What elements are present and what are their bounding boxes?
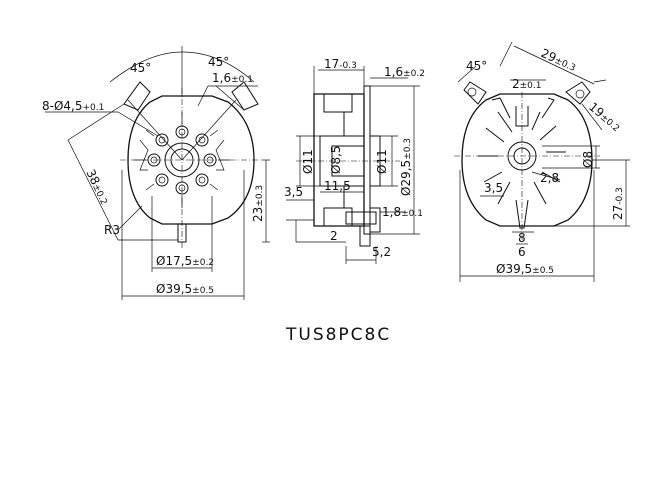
side-view: 17-0.3 1,6±0.2 Ø11 Ø8,5 Ø11 Ø29,5±0.3 11… xyxy=(284,57,425,264)
side-d11-left: Ø11 xyxy=(301,149,315,174)
front-outer-dia: Ø39,5±0.5 xyxy=(156,282,214,296)
side-length: 17-0.3 xyxy=(324,57,357,71)
front-tab-thickness: 1,6±0.1 xyxy=(212,71,253,85)
front-inner-dia: Ø17,5±0.2 xyxy=(156,254,214,268)
rear-d8: Ø8 xyxy=(581,151,595,168)
rear-view: 45° 29±0.3 2±0.1 19±0.2 Ø8 2,8 3,5 27-0.… xyxy=(454,41,630,282)
rear-h27: 27-0.3 xyxy=(611,187,625,220)
side-d11-right: Ø11 xyxy=(375,149,389,174)
rear-slot: 2±0.1 xyxy=(512,77,542,91)
rear-w35: 3,5 xyxy=(484,181,503,195)
rear-outer-dia: Ø39,5±0.5 xyxy=(496,262,554,276)
front-radius: R3 xyxy=(104,223,120,237)
side-thk18: 1,8±0.1 xyxy=(382,205,423,219)
part-number: TUS8PC8C xyxy=(285,325,391,345)
side-d295: Ø29,5±0.3 xyxy=(399,138,413,196)
front-height-dim: 23±0.3 xyxy=(251,185,265,222)
rear-key8: 8 xyxy=(518,231,526,245)
side-d85: Ø8,5 xyxy=(329,145,343,174)
side-len35: 3,5 xyxy=(284,185,303,199)
rear-width29: 29±0.3 xyxy=(539,46,579,74)
front-diag-dim: 38±0.2 xyxy=(83,167,112,207)
rear-r28: 2,8 xyxy=(540,171,559,185)
front-angle-right: 45° xyxy=(208,55,229,69)
side-len2: 2 xyxy=(330,229,338,243)
front-angle-left: 45° xyxy=(130,61,151,75)
rear-key6: 6 xyxy=(518,245,526,259)
side-flange: 1,6±0.2 xyxy=(384,65,425,79)
side-len115: 11,5 xyxy=(324,179,351,193)
front-holes-label: 8-Ø4,5+0.1 xyxy=(42,99,104,113)
front-view: 45° 45° 8-Ø4,5+0.1 1,6±0.1 38±0.2 R3 23±… xyxy=(42,46,270,300)
side-len52: 5,2 xyxy=(372,245,391,259)
rear-angle: 45° xyxy=(466,59,487,73)
